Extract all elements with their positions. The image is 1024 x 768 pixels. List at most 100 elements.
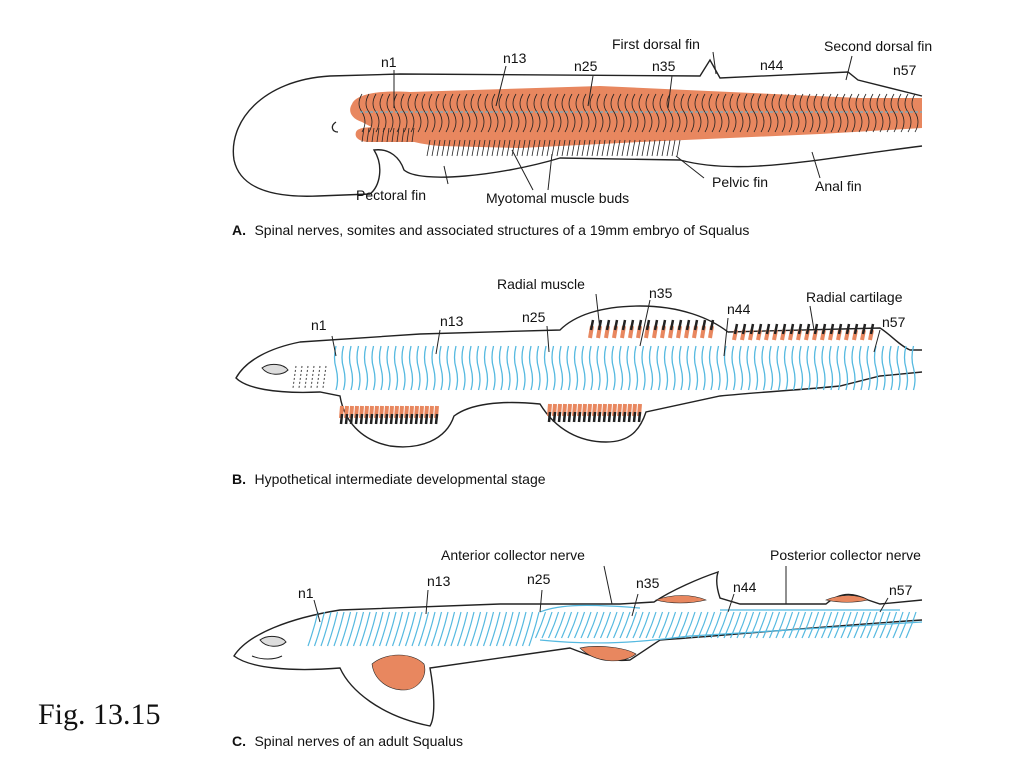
panel-b-radial-cartilage [653, 319, 659, 331]
panel-b-label-n13: n13 [440, 313, 464, 329]
panel-b-radial-cartilage [364, 413, 369, 425]
panel-b-spinal-nerve [596, 345, 601, 391]
panel-c-spinal-nerve [788, 611, 800, 639]
panel-c-pectoral-muscle [371, 654, 426, 691]
panel-b-radial-cartilage [645, 319, 651, 331]
panel-b-spinal-nerves [333, 345, 916, 391]
panel-a-muscle-bud [511, 139, 516, 157]
panel-c-spinal-nerve [651, 611, 664, 639]
panel-a-muscle-bud [376, 127, 380, 143]
panel-c-spinal-nerve [508, 611, 521, 647]
panel-a-muscle-buds [361, 127, 681, 157]
panel-a-muscle-bud [476, 139, 481, 157]
panel-a-myotome-stripe [890, 93, 898, 133]
panel-b-spinal-nerve [633, 345, 639, 391]
panel-a-muscle-bud [581, 139, 586, 157]
panel-c-mouth [251, 655, 283, 660]
panel-c-spinal-nerve [840, 611, 852, 639]
panel-b-spinal-nerve [686, 345, 691, 391]
panel-b-radial-cartilage [813, 323, 819, 335]
panel-a-label-pectoral-fin: Pectoral fin [356, 187, 426, 203]
panel-a-muscle-bud [676, 139, 681, 157]
panel-c-label-n44: n44 [733, 579, 757, 595]
panel-b-radial-cartilage [789, 323, 795, 335]
panel-b-spinal-nerve [543, 345, 549, 391]
panel-c-spinal-nerve [378, 611, 391, 647]
panel-a-muscle-bud [631, 139, 636, 157]
panel-c-spinal-nerve [547, 611, 560, 639]
panel-c-ventral-nerve-trunk [539, 621, 923, 644]
panel-c-spinal-nerves [307, 611, 917, 647]
panel-c: n1 n13 n25 n35 n44 n57 Anterior collecto… [232, 547, 923, 750]
panel-a-muscle-bud [586, 139, 591, 157]
panel-b-radial-cartilage [677, 319, 683, 331]
panel-b-spinal-nerve [476, 345, 481, 391]
panel-c-spinal-nerve [781, 611, 794, 639]
panel-c-spinal-nerve [372, 611, 384, 647]
panel-a-myotome-stripe [715, 93, 723, 133]
panel-b-spinal-nerve [768, 345, 774, 391]
panel-b-label-n35: n35 [649, 285, 673, 301]
panel-c-spinal-nerve [794, 611, 807, 639]
panel-c-caption-letter: C. [232, 733, 246, 749]
panel-a-muscle-bud [571, 139, 576, 157]
panel-a-label-n57: n57 [893, 62, 917, 78]
panel-a-muscle-bud [606, 139, 611, 157]
panel-b-radial-cartilage [821, 323, 827, 335]
panel-b-spinal-nerve [536, 345, 541, 391]
panel-a-myotome-stripe [365, 93, 373, 133]
panel-a-muscle-bud [666, 139, 671, 157]
panel-c-spinal-nerve [495, 611, 508, 647]
panel-b-radial-cartilage [557, 411, 562, 423]
panel-b-radial-cartilage [414, 413, 419, 425]
panel-b-radial-cartilage [394, 413, 399, 425]
panel-b-radial-cartilage [369, 413, 374, 425]
panel-c-spinal-nerve [482, 611, 495, 647]
panel-c-spinal-nerve [554, 611, 566, 639]
panel-b-gill-slit [316, 365, 321, 389]
panel-c-spinal-nerve [573, 611, 586, 639]
panel-a-muscle-bud [391, 127, 395, 143]
panel-b-radial-cartilage [384, 413, 389, 425]
panel-b-radial-cartilage [829, 323, 835, 335]
panel-c-spinal-nerve [567, 611, 579, 639]
panel-a-muscle-bud [441, 139, 446, 157]
panel-b-radial-cartilage [637, 319, 643, 331]
panel-b-radial-cartilage [354, 413, 359, 425]
panel-c-spinal-nerve [632, 611, 644, 639]
panel-b-spinal-nerve [701, 345, 706, 391]
panel-a-myotome-stripe [435, 93, 443, 133]
panel-b-spinal-nerve [731, 345, 736, 391]
panel-b-label-n44: n44 [727, 301, 751, 317]
panel-b-spinal-nerve [641, 345, 646, 391]
panel-a-muscle-bud [661, 139, 666, 157]
panel-a-label-myotomal-muscle-buds: Myotomal muscle buds [486, 190, 629, 206]
panel-b-radial-cartilage [617, 411, 622, 423]
panel-a-muscle-bud [576, 139, 581, 157]
panel-c-spinal-nerve [346, 611, 358, 647]
panel-c-label-posterior-collector-nerve: Posterior collector nerve [770, 547, 921, 563]
panel-c-spinal-nerve [580, 611, 592, 639]
panel-c-spinal-nerve [658, 611, 670, 639]
panel-b-label-n57: n57 [882, 314, 906, 330]
panel-b-caption-letter: B. [232, 471, 246, 487]
panel-c-spinal-nerve [307, 611, 319, 647]
panel-a-muscle-bud [386, 127, 390, 143]
panel-a-myotome-stripe [645, 93, 653, 133]
panel-b-label-n25: n25 [522, 309, 546, 325]
panel-a-muscle-bud [531, 139, 536, 157]
panel-a-myotome-stripe [855, 93, 863, 133]
panel-c-spinal-nerve [892, 611, 904, 639]
panel-a-muscle-bud [641, 139, 646, 157]
panel-b-spinal-nerve [386, 345, 391, 391]
panel-c-spinal-nerve [645, 611, 657, 639]
panel-b-spinal-nerve [813, 345, 819, 391]
panel-a-muscle-bud [516, 139, 521, 157]
panel-b-gill-slit [310, 365, 315, 389]
panel-b-radial-cartilage [379, 413, 384, 425]
panel-a-caption-letter: A. [232, 222, 246, 238]
panel-b-spinal-nerve [423, 345, 429, 391]
panel-c-spinal-nerve [417, 611, 430, 647]
panel-c-caption: C. Spinal nerves of an adult Squalus [232, 733, 463, 750]
panel-b-radial-cartilage [861, 323, 867, 335]
